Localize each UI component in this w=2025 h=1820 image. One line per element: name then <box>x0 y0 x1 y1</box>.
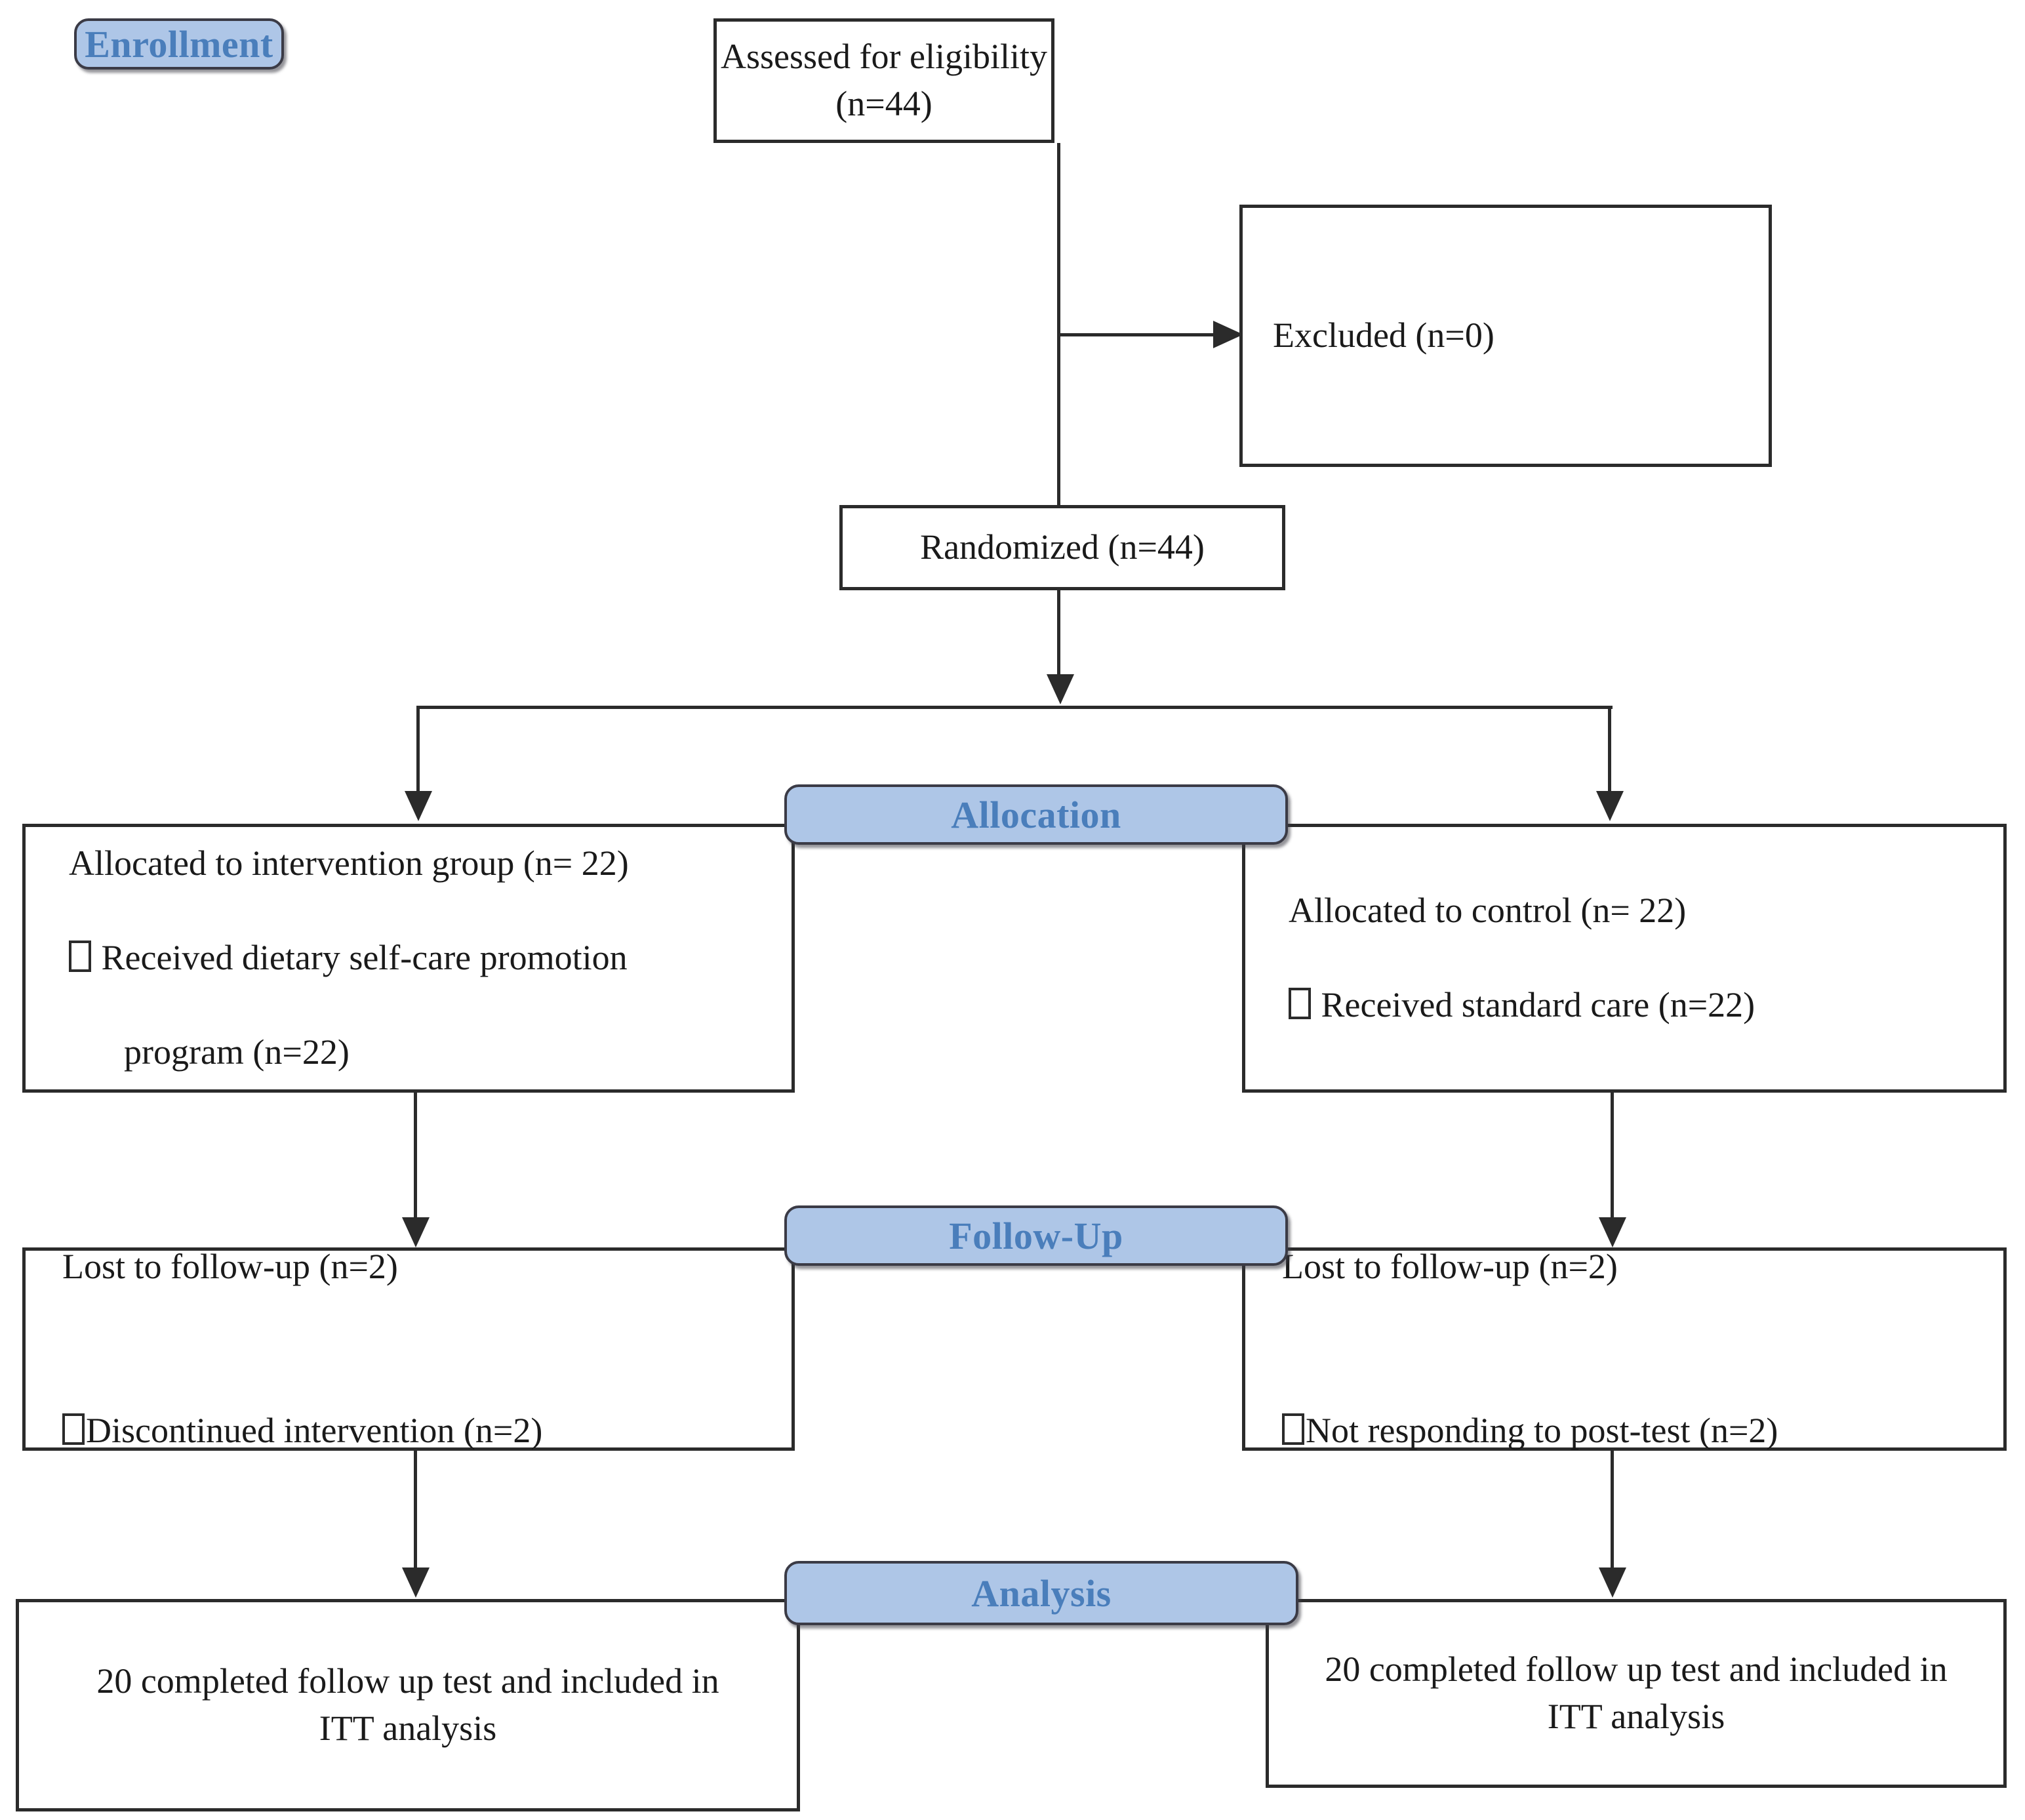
node-followup-intervention-text: Lost to follow-up (n=2) Discontinued int… <box>62 1197 772 1502</box>
followup-intervention-spacer <box>62 1338 772 1360</box>
allocation-intervention-line-3: program (n=22) <box>124 1032 350 1072</box>
node-excluded: Excluded (n=0) <box>1239 205 1772 467</box>
connector-randomized-down <box>1057 590 1060 674</box>
node-analysis-control: 20 completed follow up test and included… <box>1266 1599 2007 1788</box>
bullet-box-icon <box>1289 987 1311 1019</box>
connector-alloc-right-to-followup-arrowhead <box>1599 1217 1626 1247</box>
node-assessed-for-eligibility: Assessed for eligibility (n=44) <box>713 18 1054 143</box>
connector-followup-right-to-analysis-arrowhead <box>1599 1567 1626 1598</box>
bullet-box-icon <box>1282 1413 1304 1445</box>
connector-randomized-arrowhead <box>1047 674 1074 704</box>
stage-banner-analysis-label: Analysis <box>971 1571 1112 1615</box>
connector-followup-left-to-analysis-arrowhead <box>402 1567 430 1598</box>
connector-split-right-arrowhead <box>1596 791 1624 821</box>
followup-control-line-2: Not responding to post-test (n=2) <box>1282 1407 1984 1455</box>
allocation-control-line-1: Allocated to control (n= 22) <box>1289 891 1687 931</box>
connector-to-excluded-horizontal <box>1057 333 1217 336</box>
followup-intervention-line-2-text: Discontinued intervention (n=2) <box>86 1410 543 1450</box>
stage-banner-followup-label: Follow-Up <box>949 1214 1123 1257</box>
bullet-box-icon <box>69 940 91 973</box>
allocation-intervention-line-1: Allocated to intervention group (n= 22) <box>69 843 629 883</box>
node-randomized: Randomized (n=44) <box>839 505 1285 590</box>
followup-control-spacer <box>1282 1338 1984 1360</box>
bullet-box-icon <box>62 1413 85 1445</box>
stage-banner-allocation-label: Allocation <box>951 793 1121 836</box>
connector-assessed-to-randomized <box>1057 143 1060 505</box>
allocation-control-line-2-text: Received standard care (n=22) <box>1321 984 1755 1024</box>
node-allocation-control-text: Allocated to control (n= 22) Received st… <box>1289 840 1984 1076</box>
node-followup-control-text: Lost to follow-up (n=2) Not responding t… <box>1282 1197 1984 1502</box>
stage-banner-enrollment-label: Enrollment <box>85 22 273 66</box>
allocation-intervention-line-2-text: Received dietary self-care promotion <box>101 938 628 978</box>
connector-split-right-down <box>1608 706 1611 791</box>
connector-followup-right-to-analysis <box>1611 1451 1614 1567</box>
node-excluded-text: Excluded (n=0) <box>1273 315 1494 355</box>
stage-banner-analysis: Analysis <box>784 1561 1298 1625</box>
followup-control-line-1: Lost to follow-up (n=2) <box>1282 1247 1618 1287</box>
node-followup-intervention: Lost to follow-up (n=2) Discontinued int… <box>22 1247 795 1451</box>
followup-intervention-line-1: Lost to follow-up (n=2) <box>62 1247 398 1287</box>
node-analysis-intervention: 20 completed follow up test and included… <box>16 1599 800 1811</box>
connector-split-bar <box>418 706 1613 709</box>
node-assessed-for-eligibility-text: Assessed for eligibility (n=44) <box>721 37 1047 123</box>
followup-intervention-line-2: Discontinued intervention (n=2) <box>62 1407 772 1455</box>
followup-control-line-2-text: Not responding to post-test (n=2) <box>1306 1410 1778 1450</box>
stage-banner-allocation: Allocation <box>784 784 1288 845</box>
node-randomized-text: Randomized (n=44) <box>920 527 1205 567</box>
node-analysis-control-text: 20 completed follow up test and included… <box>1325 1649 1948 1736</box>
node-allocation-intervention: Allocated to intervention group (n= 22) … <box>22 824 795 1093</box>
node-followup-control: Lost to follow-up (n=2) Not responding t… <box>1242 1247 2007 1451</box>
connector-alloc-left-to-followup-arrowhead <box>402 1217 430 1247</box>
allocation-control-line-2: Received standard care (n=22) <box>1289 982 1984 1029</box>
connector-alloc-left-to-followup <box>414 1093 417 1217</box>
stage-banner-enrollment: Enrollment <box>74 18 284 70</box>
connector-followup-left-to-analysis <box>414 1451 417 1567</box>
allocation-intervention-line-2: Received dietary self-care promotion <box>69 935 772 982</box>
connector-split-left-down <box>416 706 420 791</box>
connector-to-excluded-arrowhead <box>1213 321 1243 348</box>
connector-split-left-arrowhead <box>405 791 432 821</box>
stage-banner-followup: Follow-Up <box>784 1205 1288 1266</box>
connector-alloc-right-to-followup <box>1611 1093 1614 1217</box>
node-analysis-intervention-text: 20 completed follow up test and included… <box>96 1661 719 1748</box>
node-allocation-control: Allocated to control (n= 22) Received st… <box>1242 824 2007 1093</box>
node-allocation-intervention-text: Allocated to intervention group (n= 22) … <box>69 794 772 1123</box>
